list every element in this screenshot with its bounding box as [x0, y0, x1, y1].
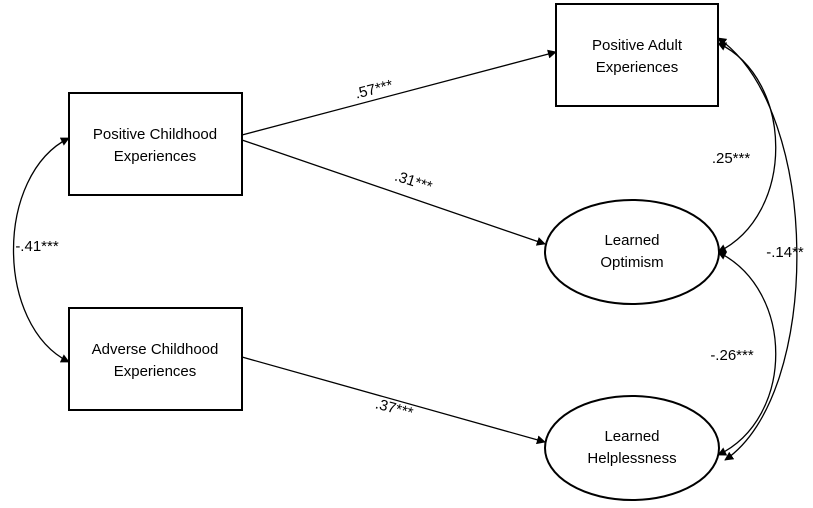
path-pce-to-pae [241, 49, 557, 136]
coef-pce-to-optimism: .31*** [393, 168, 435, 196]
node-learned-optimism: Learned Optimism [544, 199, 720, 305]
node-label-line1: Positive Adult [592, 37, 683, 54]
path-ace-to-helplessness [241, 356, 546, 445]
node-label-line2: Experiences [596, 59, 679, 76]
node-label-line2: Experiences [114, 148, 197, 165]
node-positive-childhood-experiences: Positive Childhood Experiences [68, 92, 243, 196]
coef-pce-to-pae: .57*** [353, 77, 394, 103]
node-label-line1: Learned [604, 428, 659, 445]
node-adverse-childhood-experiences: Adverse Childhood Experiences [68, 307, 243, 411]
coef-pae-helplessness-cov: -.14** [766, 244, 804, 261]
coef-ace-to-helplessness: .37*** [373, 395, 415, 421]
node-label-line1: Adverse Childhood [92, 341, 219, 358]
path-pce-to-optimism [241, 139, 546, 246]
node-label-line2: Helplessness [587, 450, 676, 467]
coef-pae-optimism-cov: .25*** [712, 150, 751, 167]
node-label-line2: Experiences [114, 363, 197, 380]
cov-pce-ace [12, 137, 70, 363]
cov-pae-optimism [717, 42, 777, 253]
node-label-line1: Positive Childhood [93, 126, 217, 143]
node-label-line1: Learned [604, 232, 659, 249]
node-label-line2: Optimism [600, 254, 663, 271]
node-positive-adult-experiences: Positive Adult Experiences [555, 3, 719, 107]
cov-optimism-helplessness [717, 251, 777, 456]
coef-optimism-helplessness-cov: -.26*** [710, 347, 754, 364]
cov-pae-helplessness [717, 37, 798, 461]
coef-pce-ace-cov: -.41*** [15, 238, 59, 255]
node-learned-helplessness: Learned Helplessness [544, 395, 720, 501]
